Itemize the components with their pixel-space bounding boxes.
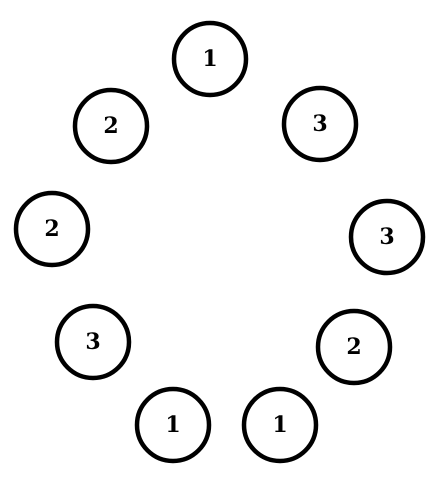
node-9-circle [72, 87, 150, 165]
node-3: 3 [348, 198, 426, 276]
node-1-circle [171, 20, 249, 98]
node-7: 3 [54, 303, 132, 381]
node-6-circle [134, 386, 212, 464]
node-6-label: 1 [165, 412, 180, 438]
node-6: 1 [134, 386, 212, 464]
node-9: 2 [72, 87, 150, 165]
node-4-label: 2 [346, 334, 361, 360]
node-5-circle [241, 386, 319, 464]
node-8: 2 [13, 190, 91, 268]
node-5-label: 1 [272, 412, 287, 438]
node-8-label: 2 [44, 216, 59, 242]
node-3-label: 3 [379, 224, 394, 250]
node-4-circle [315, 308, 393, 386]
node-5: 1 [241, 386, 319, 464]
node-3-circle [348, 198, 426, 276]
node-7-circle [54, 303, 132, 381]
node-4: 2 [315, 308, 393, 386]
node-2-label: 3 [312, 111, 327, 137]
node-1-label: 1 [202, 46, 217, 72]
node-2-circle [281, 85, 359, 163]
node-8-circle [13, 190, 91, 268]
node-7-label: 3 [85, 329, 100, 355]
node-1: 1 [171, 20, 249, 98]
node-2: 3 [281, 85, 359, 163]
node-9-label: 2 [103, 113, 118, 139]
